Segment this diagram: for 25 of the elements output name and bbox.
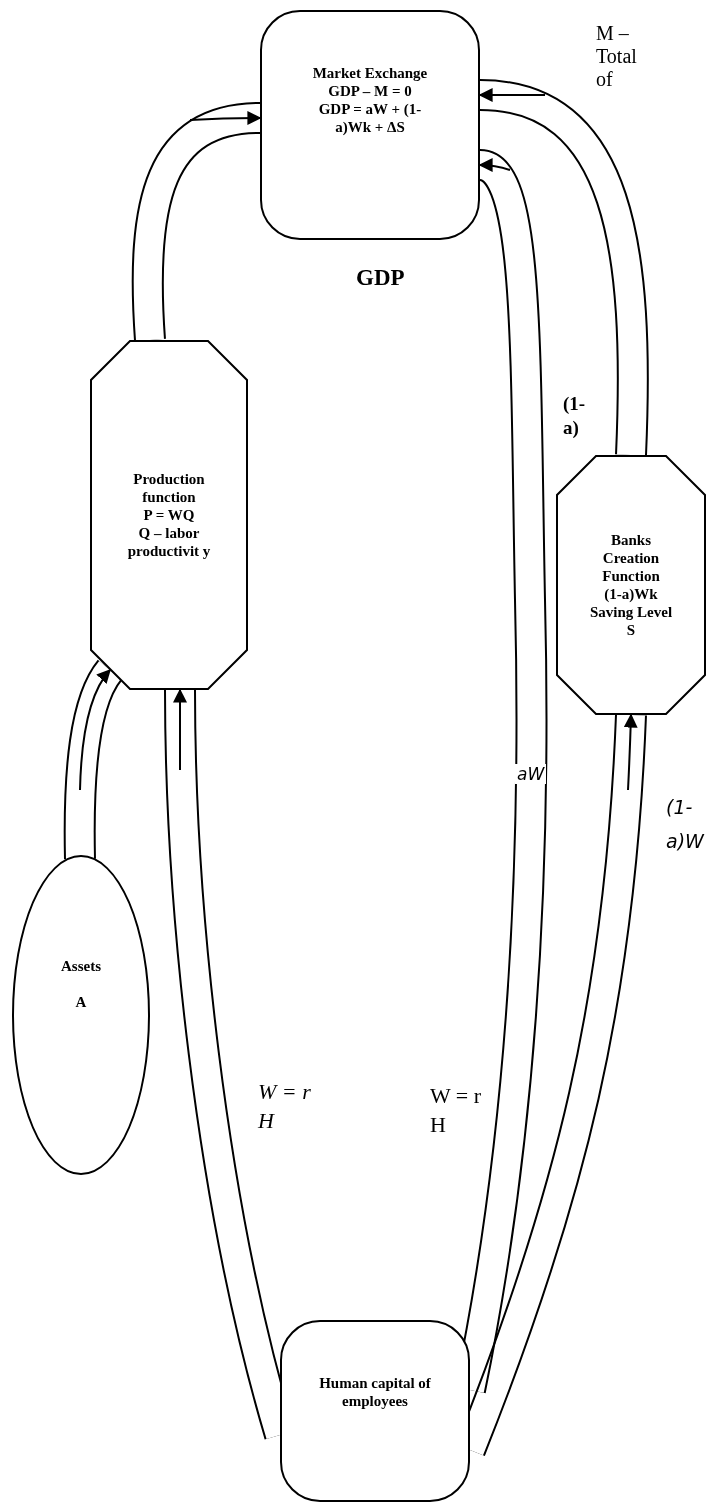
flow-channel-arrow bbox=[131, 102, 262, 341]
edge-label: aW bbox=[515, 764, 547, 784]
flow-label: GDP bbox=[356, 264, 406, 292]
flow-channel-arrow bbox=[478, 79, 649, 456]
node-text: GDP – M = 0 bbox=[328, 82, 412, 100]
node-text: S bbox=[626, 621, 636, 639]
flow-label: W = r H bbox=[430, 1082, 483, 1139]
node-text: Q – labor productivit y bbox=[126, 524, 212, 560]
node-text: Saving Level bbox=[589, 603, 673, 621]
rounded-box bbox=[260, 10, 480, 240]
flow-label: (1- a) bbox=[563, 392, 587, 440]
flow-channel-arrow bbox=[63, 660, 124, 860]
flow-label: (1- a)W bbox=[666, 795, 706, 855]
node-text: (1-a)Wk bbox=[604, 585, 658, 603]
node-text: Human capital of employees bbox=[318, 1374, 432, 1410]
node-text: Assets bbox=[61, 957, 101, 975]
node-text: GDP = aW + (1- a)Wk + ΔS bbox=[317, 100, 423, 136]
node-text: P = WQ bbox=[143, 506, 195, 524]
node-text: A bbox=[75, 993, 87, 1011]
flow-label: M – Total of bbox=[596, 22, 638, 91]
rounded-box bbox=[280, 1320, 470, 1502]
node-text: Market Exchange bbox=[312, 64, 428, 82]
node-text: Banks Creation Function bbox=[601, 531, 661, 585]
flow-label: W = r H bbox=[258, 1078, 312, 1135]
node-text: Production function bbox=[132, 470, 206, 506]
